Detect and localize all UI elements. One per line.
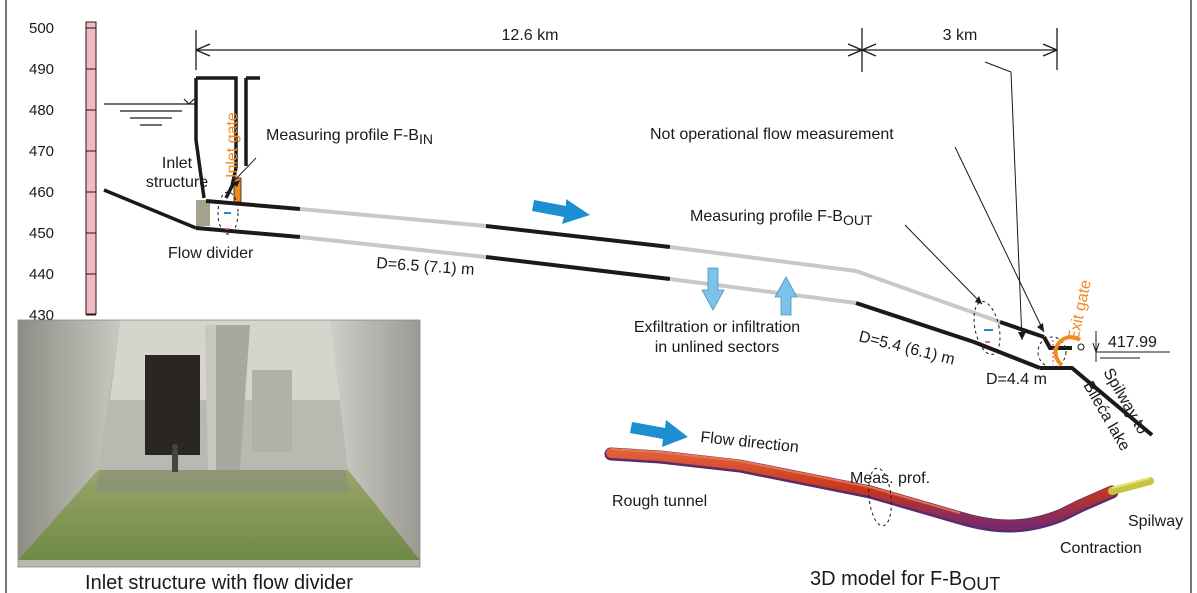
photo-tunnel-opening bbox=[145, 355, 200, 455]
elevation-marker bbox=[1092, 331, 1170, 362]
ruler-tick-label: 490 bbox=[29, 61, 54, 78]
model-caption: 3D model for F-BOUT bbox=[810, 568, 1000, 593]
ruler-tick-label: 450 bbox=[29, 225, 54, 242]
flow-divider-label: Flow divider bbox=[168, 245, 254, 262]
distance-end-label: 3 km bbox=[943, 27, 978, 44]
model-rough-tunnel-label: Rough tunnel bbox=[612, 493, 707, 510]
tunnel-profile bbox=[195, 199, 1154, 437]
model-tunnel-highlight bbox=[610, 448, 961, 514]
inlet-gate-leader-arrow bbox=[232, 180, 240, 187]
flow-divider-block bbox=[196, 200, 210, 226]
diameter-downstream-label: D=5.4 (6.1) m bbox=[857, 328, 956, 368]
photo-right-wall bbox=[330, 320, 420, 560]
inlet-gate-label: Inlet gate bbox=[224, 112, 241, 178]
leader-lines bbox=[904, 61, 1045, 341]
exfiltration-label-line2: in unlined sectors bbox=[655, 339, 780, 356]
exit-gate-label: Exit gate bbox=[1065, 278, 1095, 343]
measuring-profile-in-label: Measuring profile F-BIN bbox=[266, 127, 433, 147]
elevation-label: 417.99 bbox=[1108, 334, 1157, 351]
photo-person bbox=[172, 450, 178, 472]
model-tunnel-body bbox=[606, 448, 1117, 530]
photo-wet-floor bbox=[95, 470, 350, 492]
inlet-structure bbox=[103, 76, 260, 230]
model-meas-prof-label: Meas. prof. bbox=[850, 470, 930, 487]
reservoir-water-level bbox=[104, 98, 196, 126]
not-operational-label: Not operational flow measurement bbox=[650, 126, 894, 143]
model-contraction-label: Contraction bbox=[1060, 540, 1142, 557]
ruler-tick-label: 480 bbox=[29, 102, 54, 119]
exfiltration-label-line1: Exfiltration or infiltration bbox=[634, 319, 800, 336]
photo-divider-pier bbox=[205, 325, 250, 470]
distance-dimensions bbox=[195, 28, 1058, 72]
inlet-photo bbox=[17, 319, 421, 568]
ruler-tick-label: 500 bbox=[29, 20, 54, 37]
measuring-profile-out-label: Measuring profile F-BOUT bbox=[690, 208, 873, 228]
infiltration-arrow bbox=[774, 276, 798, 316]
photo-water bbox=[18, 470, 420, 560]
not-operational-ellipse bbox=[1037, 336, 1067, 368]
photo-left-wall bbox=[18, 320, 120, 560]
exit-gate-arc bbox=[1053, 335, 1082, 367]
distance-main-label: 12.6 km bbox=[502, 27, 559, 44]
photo-divider-pier-face bbox=[205, 325, 216, 475]
ruler-bar bbox=[85, 21, 97, 315]
exfiltration-arrow bbox=[701, 267, 725, 311]
inlet-gate-leader bbox=[231, 157, 257, 184]
photo-person-head bbox=[172, 444, 178, 450]
diameter-exit-label: D=4.4 m bbox=[986, 371, 1047, 388]
flow-direction-arrow bbox=[532, 199, 590, 224]
model-spillway-label: Spilway bbox=[1128, 513, 1183, 530]
model-meas-prof-ellipse bbox=[868, 467, 892, 527]
diameter-upstream-label: D=6.5 (7.1) m bbox=[376, 255, 475, 279]
model-3d bbox=[604, 420, 1154, 533]
model-flow-direction-label: Flow direction bbox=[700, 429, 800, 456]
inlet-structure-label-line1: Inlet bbox=[162, 155, 193, 172]
measuring-profile-out-ellipse bbox=[973, 300, 1001, 356]
leader-arrow-not-operational bbox=[1018, 332, 1026, 340]
model-flow-arrow bbox=[630, 420, 688, 447]
ruler-tick-label: 470 bbox=[29, 143, 54, 160]
ruler-tick-label: 460 bbox=[29, 184, 54, 201]
measuring-profile-in-ellipse bbox=[217, 191, 239, 235]
model-spillway-section bbox=[1108, 477, 1154, 495]
model-spillway-highlight bbox=[1111, 477, 1151, 489]
photo-right-bay bbox=[252, 370, 292, 452]
leader-arrow-exit bbox=[1037, 323, 1044, 332]
inlet-structure-label-line2: structure bbox=[146, 174, 208, 191]
exit-gate-hinge bbox=[1077, 343, 1085, 351]
ruler-tick-label: 440 bbox=[29, 266, 54, 283]
photo-caption: Inlet structure with flow divider bbox=[85, 572, 353, 593]
leader-arrow-measuring-out bbox=[975, 296, 982, 304]
